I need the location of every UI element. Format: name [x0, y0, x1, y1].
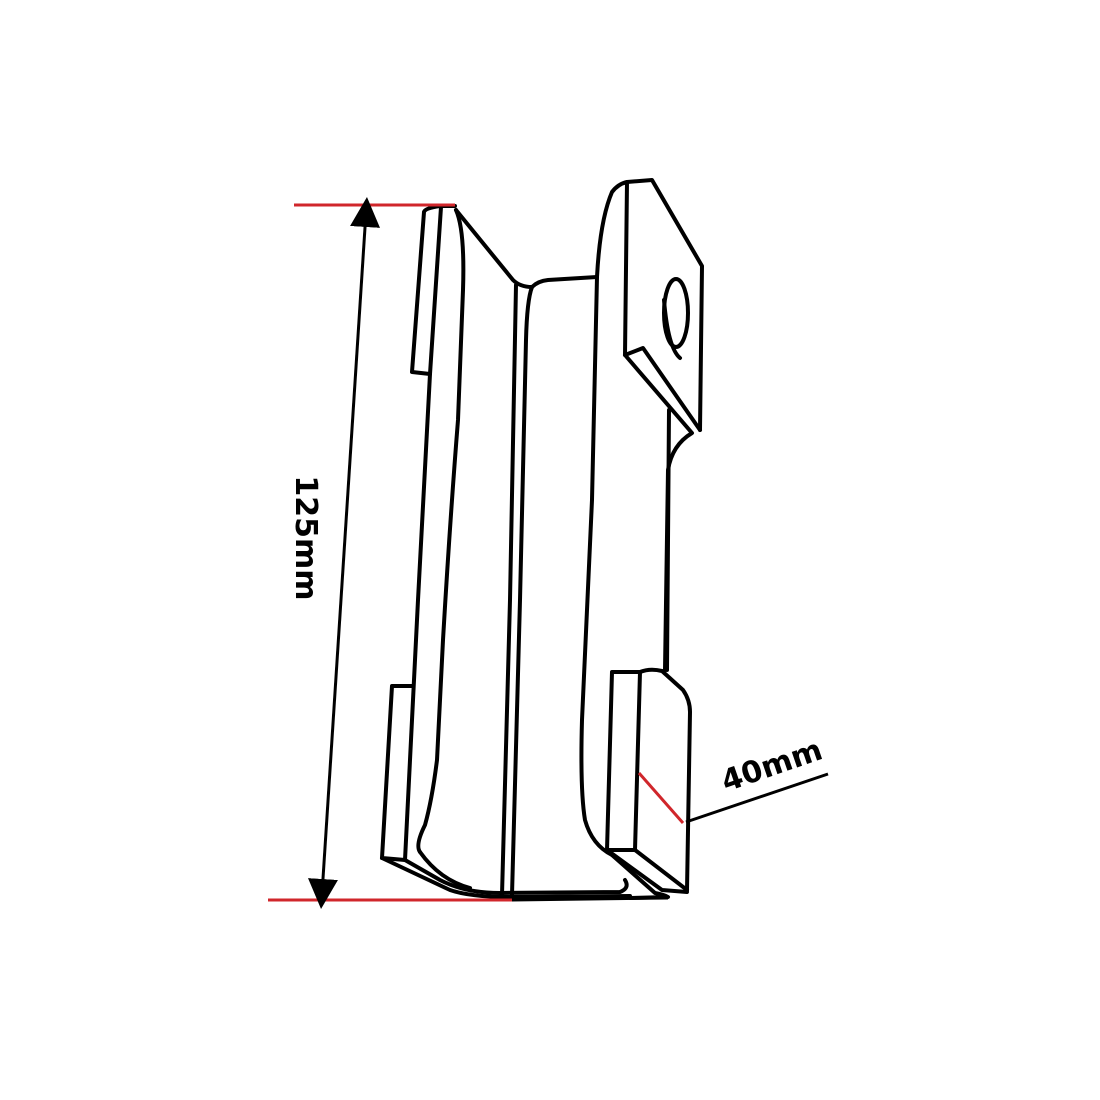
bracket-outline [380, 178, 704, 900]
bottom-base-line [511, 896, 669, 902]
height-dimension-arrow [307, 197, 381, 909]
width-label: 40mm [717, 732, 827, 799]
height-label: 125mm [288, 475, 323, 600]
width-leader-line [685, 772, 829, 824]
width-reference-line [637, 772, 685, 824]
